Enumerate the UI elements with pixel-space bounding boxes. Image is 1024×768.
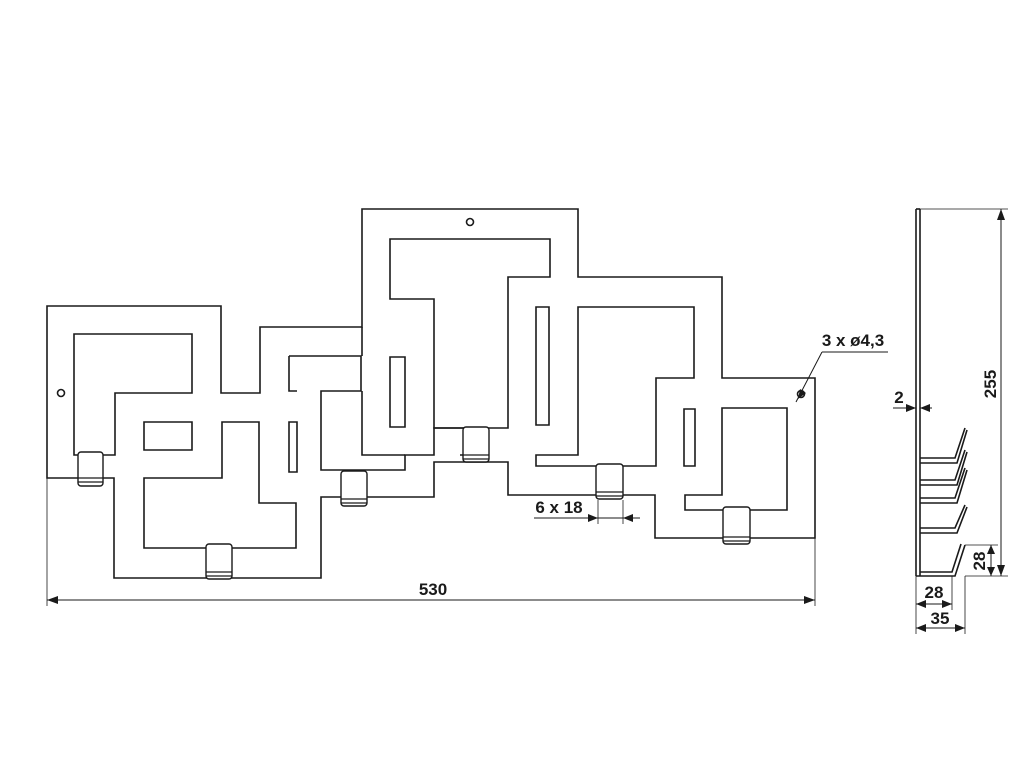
dimension-total-width: 530 bbox=[46, 478, 816, 606]
hook-depth-outer-label: 35 bbox=[931, 609, 950, 628]
hook-5 bbox=[595, 463, 624, 500]
dimension-hook-height: 28 bbox=[965, 544, 998, 576]
dimension-hook-depth-inner: 28 bbox=[915, 576, 953, 634]
hook-2 bbox=[205, 543, 233, 580]
dimension-height: 255 bbox=[920, 208, 1008, 577]
hook-1 bbox=[77, 451, 104, 487]
dimension-hook-depth-outer: 35 bbox=[916, 576, 966, 634]
hook-6 bbox=[722, 506, 751, 545]
holes-label: 3 x ø4,3 bbox=[822, 331, 884, 350]
hook-depth-inner-label: 28 bbox=[925, 583, 944, 602]
dimension-slots: 6 x 18 bbox=[534, 498, 640, 524]
thickness-label: 2 bbox=[894, 388, 903, 407]
mounting-hole-left bbox=[56, 388, 66, 398]
height-label: 255 bbox=[981, 370, 1000, 398]
front-view-outline bbox=[46, 208, 816, 579]
hook-height-label: 28 bbox=[970, 552, 989, 571]
hook-4 bbox=[462, 426, 490, 463]
hook-3 bbox=[340, 470, 368, 507]
side-view bbox=[915, 208, 968, 577]
dimension-thickness: 2 bbox=[893, 388, 932, 412]
dimension-holes: 3 x ø4,3 bbox=[795, 331, 888, 403]
slots-label: 6 x 18 bbox=[535, 498, 582, 517]
mounting-hole-top bbox=[465, 217, 475, 227]
total-width-label: 530 bbox=[419, 580, 447, 599]
